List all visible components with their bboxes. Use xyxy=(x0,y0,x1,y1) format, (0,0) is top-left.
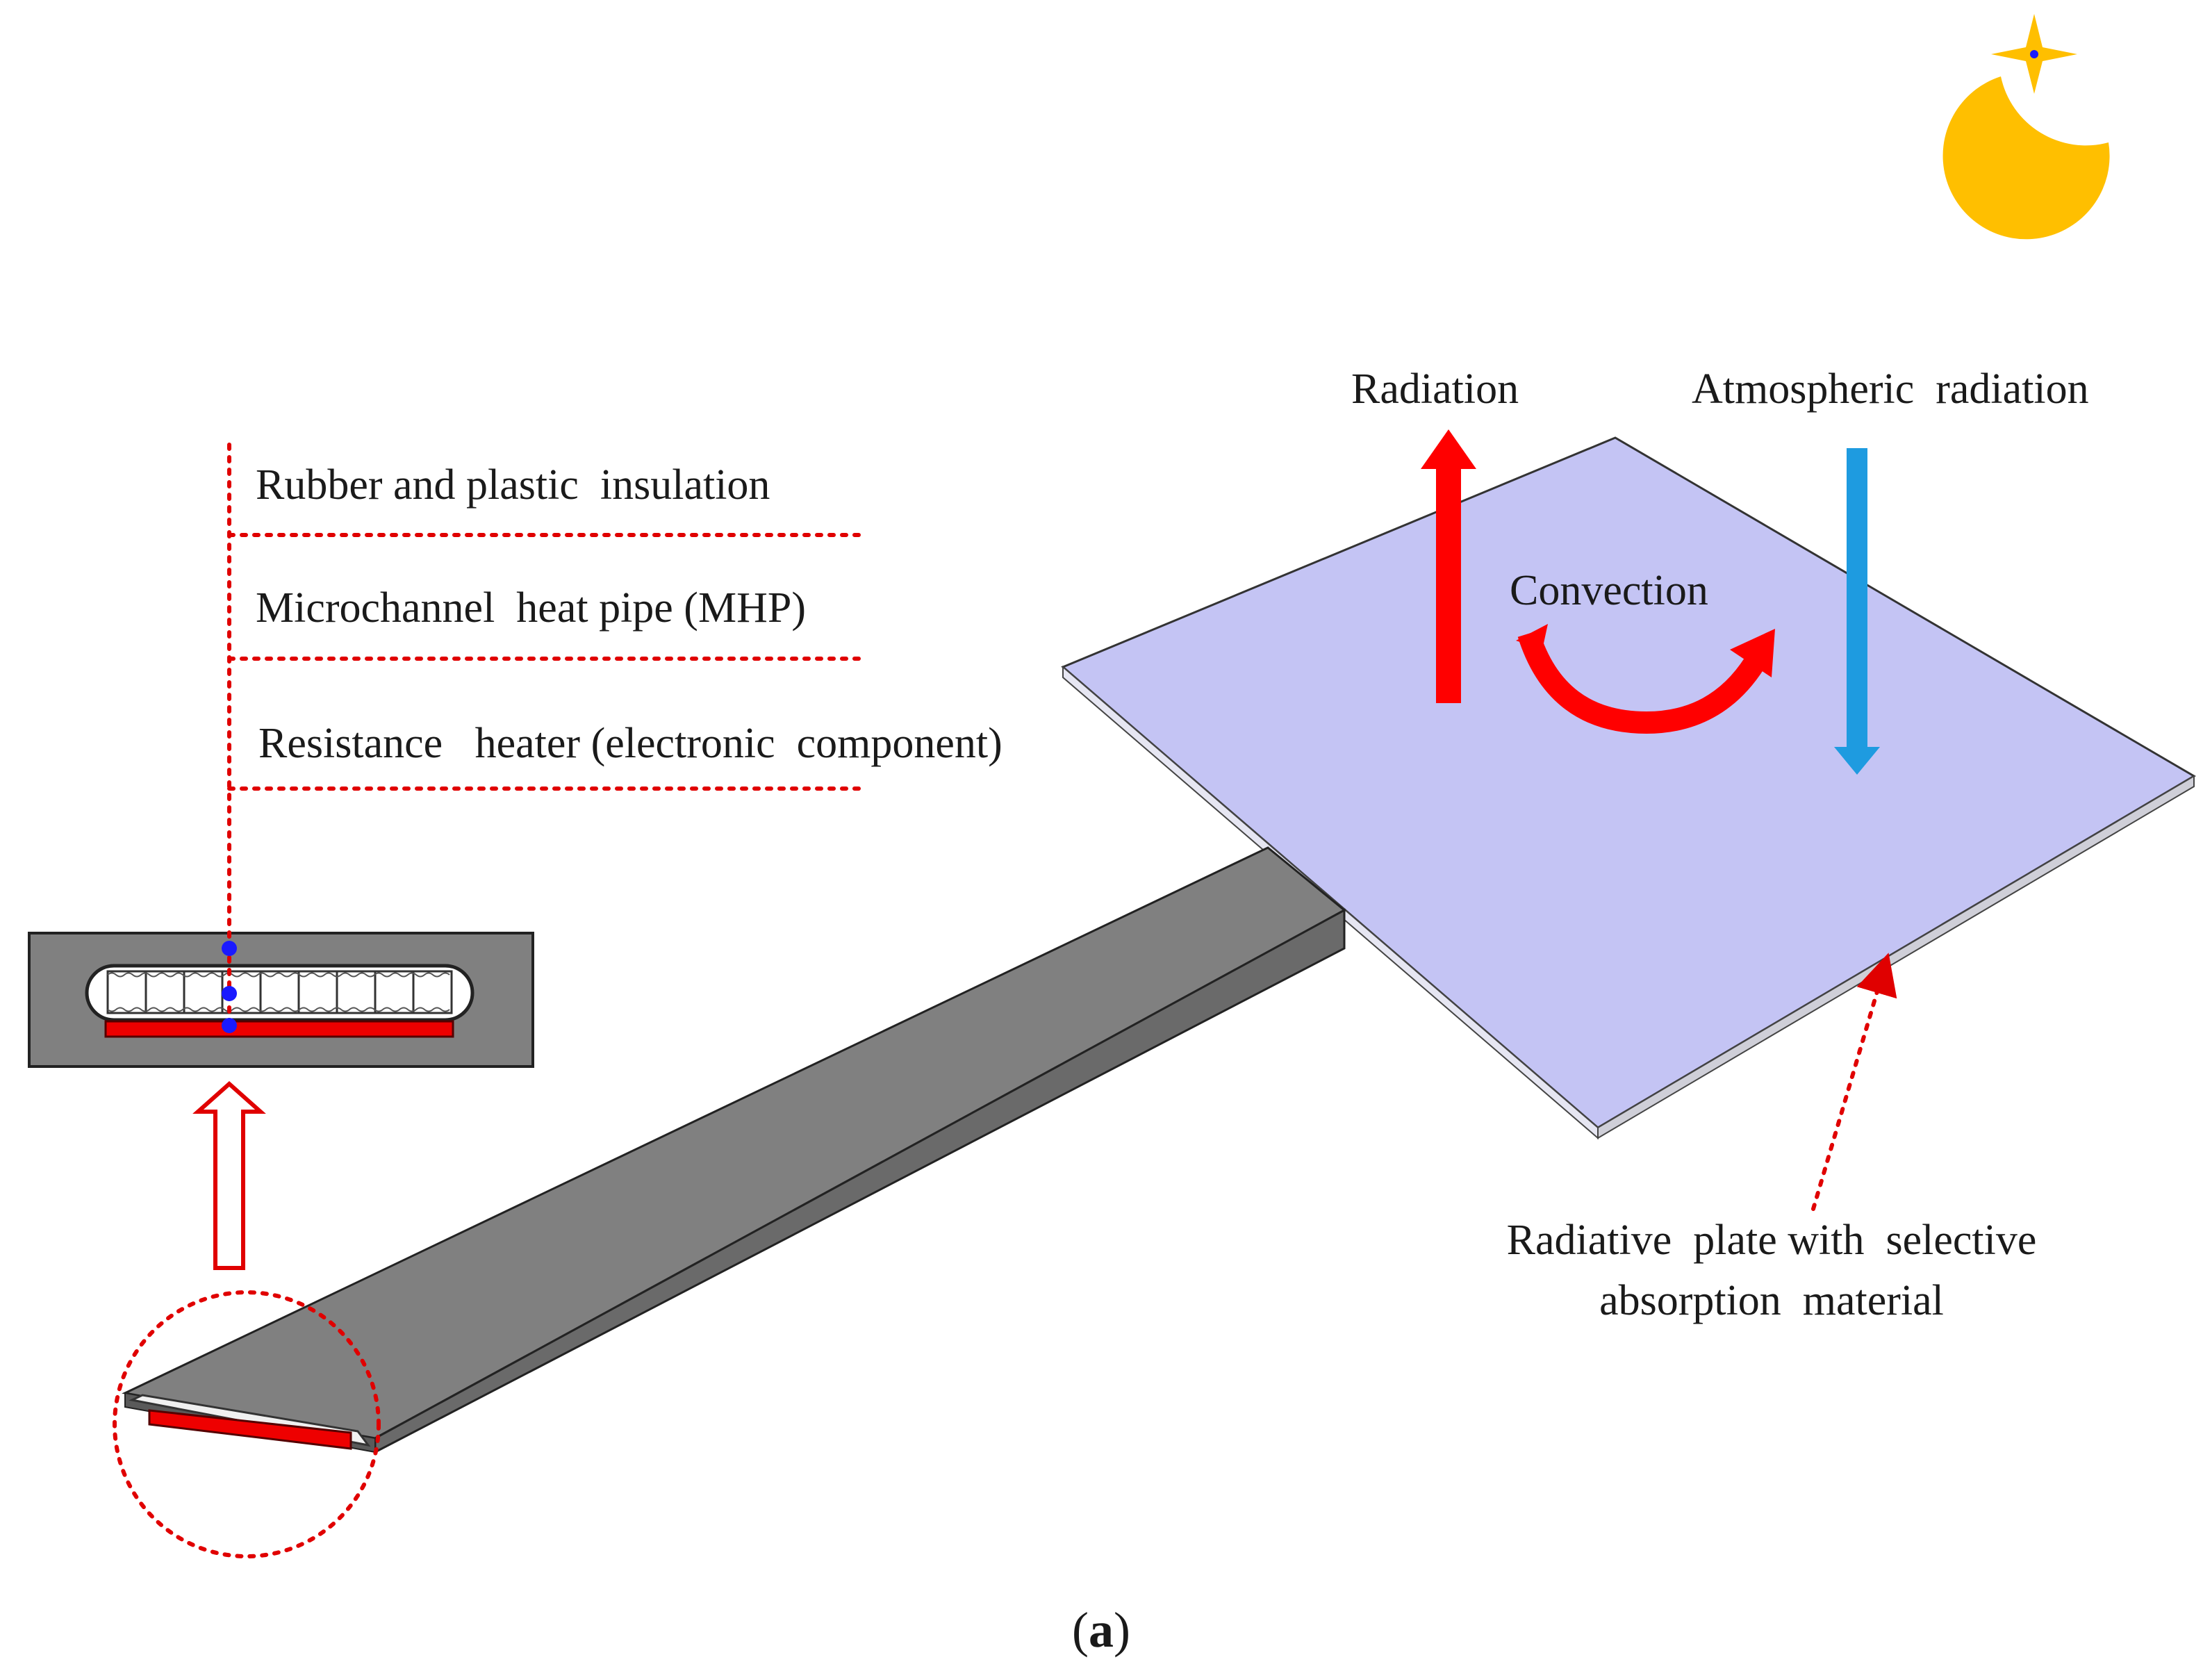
label-atmospheric-radiation: Atmospheric radiation xyxy=(1692,365,2089,413)
radiation-up-arrow xyxy=(1421,429,1476,703)
figure-caption: (a) xyxy=(1072,1602,1130,1658)
detail-highlight-circle xyxy=(113,1290,381,1558)
label-radiative-plate-line1: Radiative plate with selective xyxy=(1507,1217,2037,1264)
label-rubber-insulation: Rubber and plastic insulation xyxy=(256,461,770,509)
layer-leader-lines xyxy=(227,443,867,1023)
plate-pointer-line xyxy=(1811,953,1897,1211)
caption-close-paren: ) xyxy=(1114,1602,1130,1658)
label-resistance-heater: Resistance heater (electronic component) xyxy=(258,720,1003,767)
cross-section-inset xyxy=(28,932,534,1068)
convection-curved-arrow xyxy=(1516,624,1775,734)
layer-markers xyxy=(222,941,237,1033)
label-convection: Convection xyxy=(1510,567,1708,614)
caption-open-paren: ( xyxy=(1072,1602,1089,1658)
label-radiative-plate-line2: absorption material xyxy=(1599,1277,1944,1324)
radiative-plate xyxy=(1061,436,2196,1140)
moon-and-star-icon xyxy=(1942,14,2110,240)
label-radiation: Radiation xyxy=(1351,365,1519,413)
label-mhp: Microchannel heat pipe (MHP) xyxy=(256,584,806,632)
hollow-up-arrow xyxy=(192,1080,266,1270)
atmospheric-radiation-down-arrow xyxy=(1834,448,1880,775)
caption-letter: a xyxy=(1089,1602,1114,1658)
heat-pipe-bar xyxy=(122,846,1346,1454)
